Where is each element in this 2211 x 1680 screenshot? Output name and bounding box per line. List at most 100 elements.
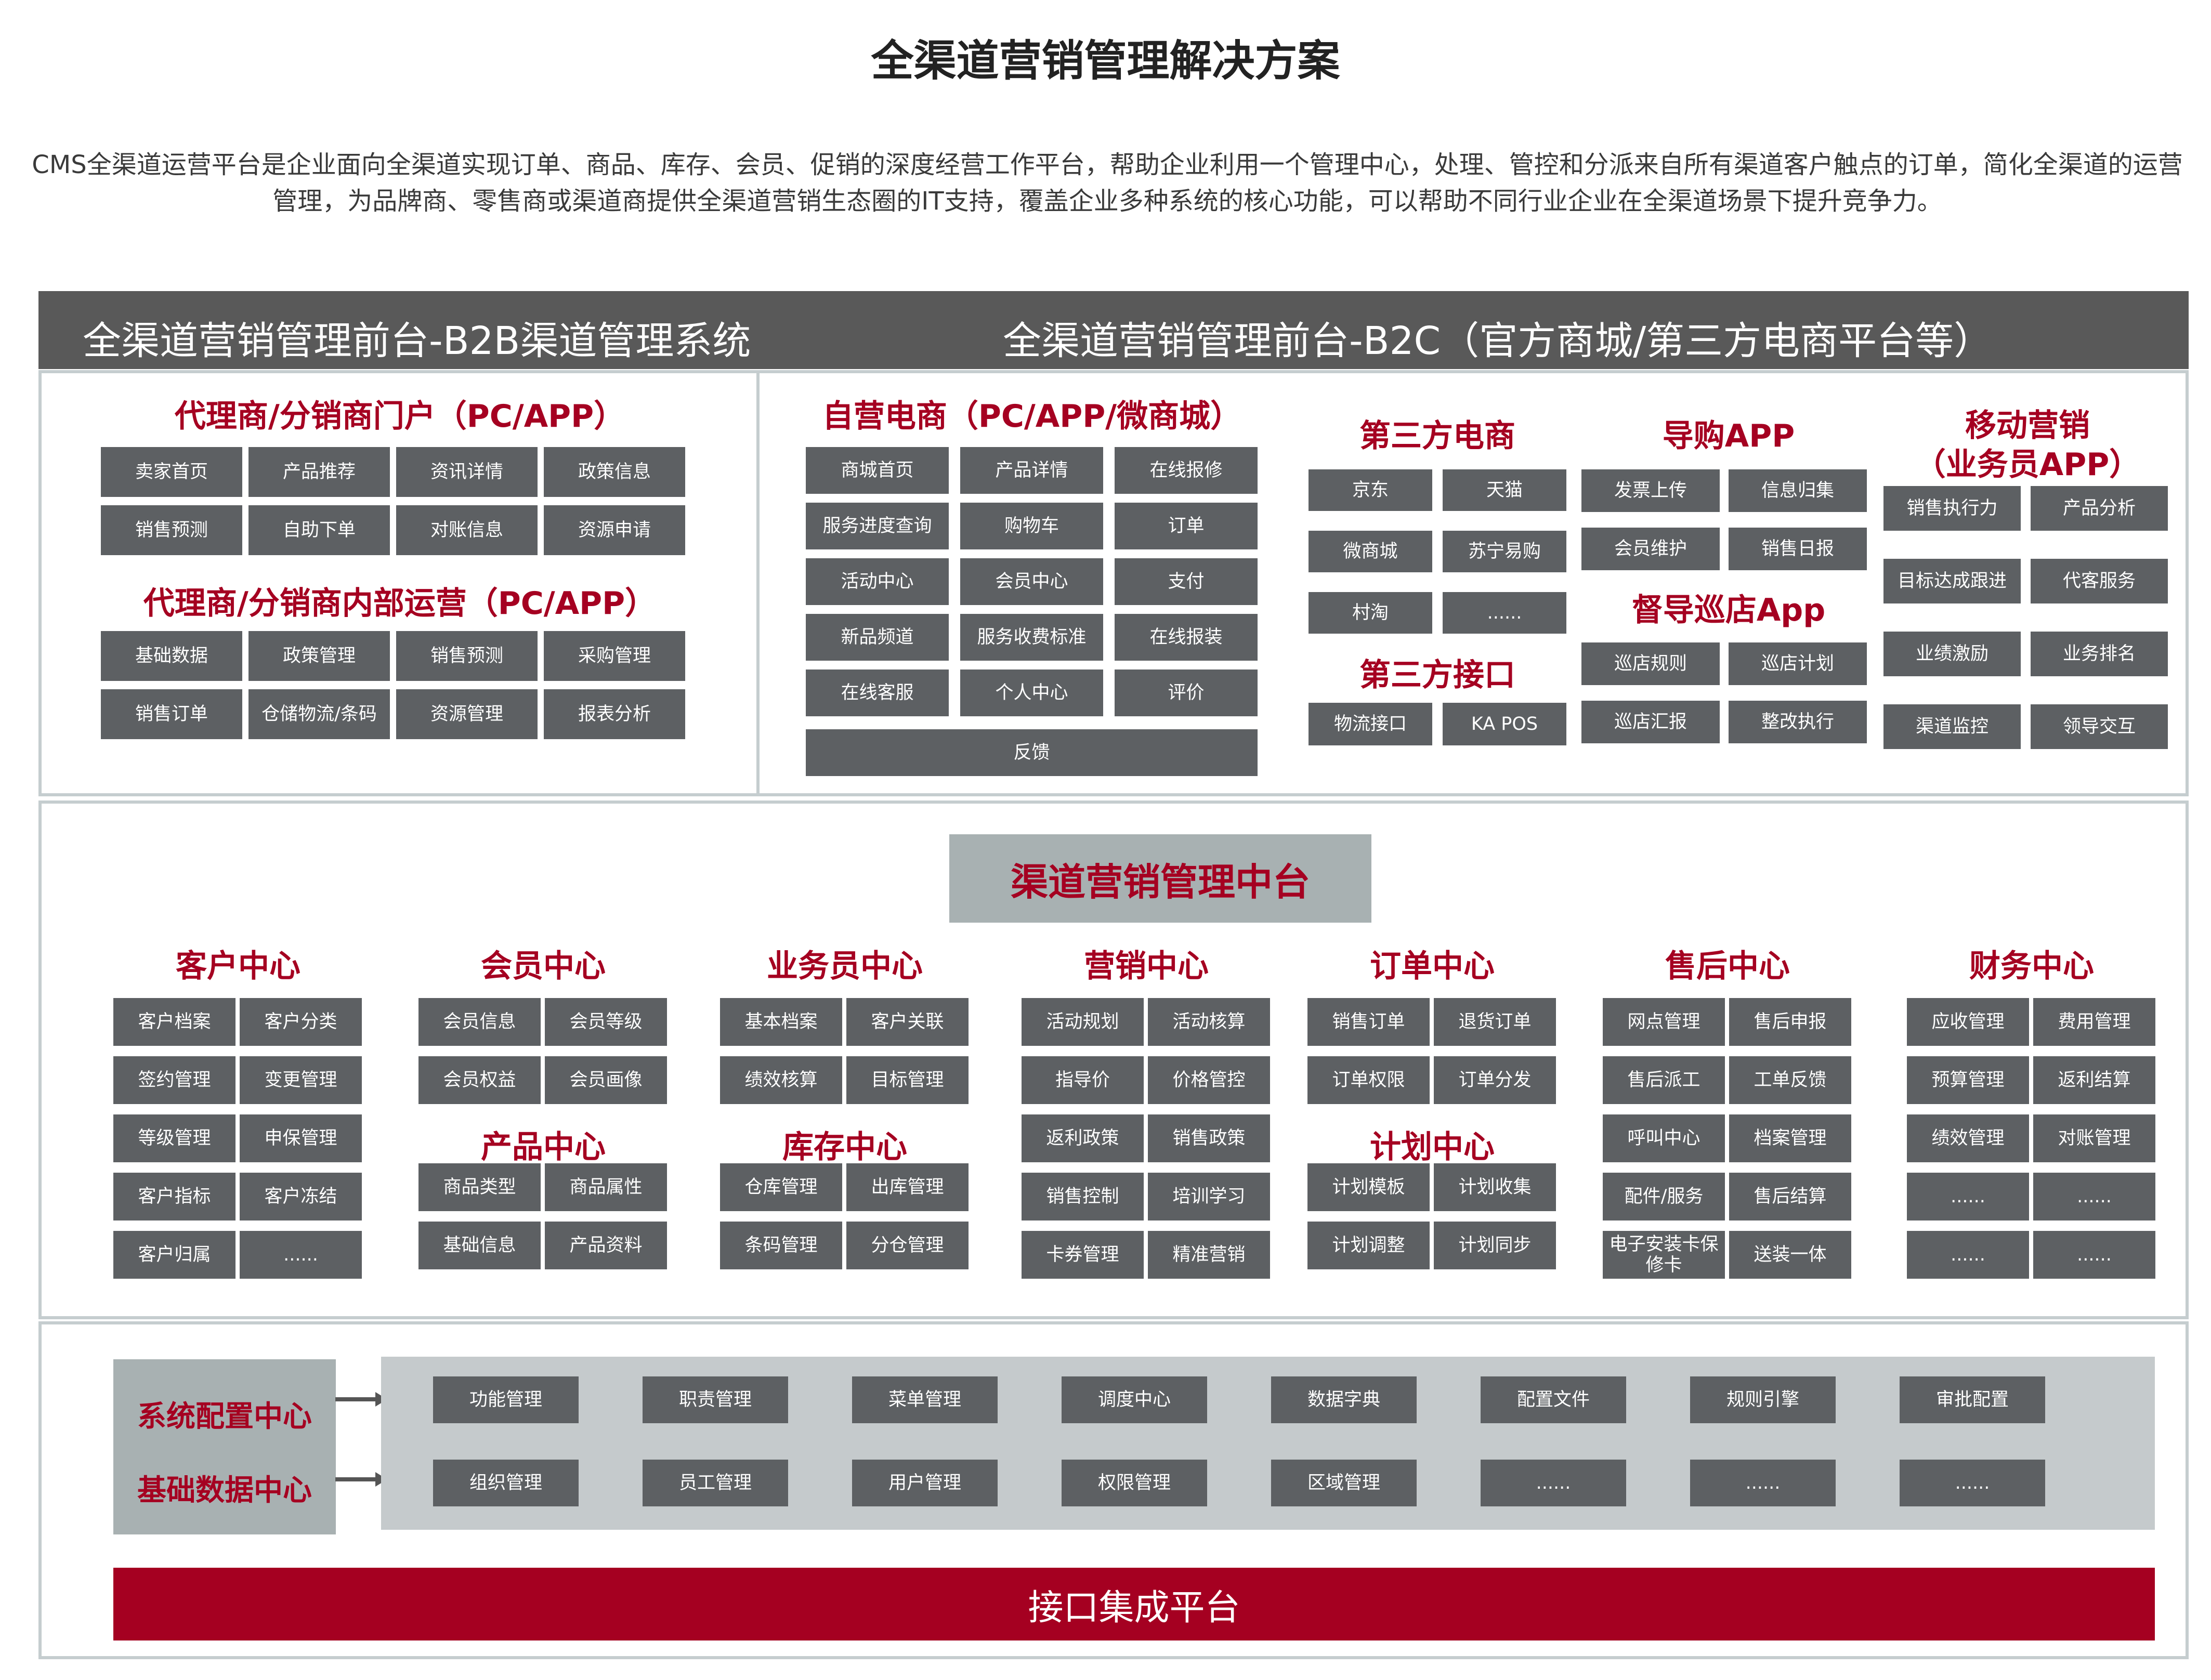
center-module-box: 送装一体 [1729,1231,1851,1279]
center-module-box: 返利政策 [1022,1114,1144,1162]
module-box: 微商城 [1309,531,1432,572]
module-box: 订单 [1115,503,1258,549]
b2b-front-title: 全渠道营销管理前台-B2B渠道管理系统 [83,319,751,363]
module-box: 产品分析 [2031,486,2168,531]
center-module-box: 商品类型 [418,1163,541,1211]
center-title: 产品中心 [481,1129,606,1165]
module-box: 在线客服 [806,670,949,716]
module-box: 活动中心 [806,558,949,605]
center-module-box: 计划收集 [1434,1163,1556,1211]
center-module-box: 等级管理 [113,1114,236,1162]
center-module-box: 会员信息 [418,998,541,1046]
center-title: 业务员中心 [767,948,923,985]
module-box: 资源申请 [544,505,685,555]
center-module-box: 订单分发 [1434,1056,1556,1104]
center-module-box: 培训学习 [1148,1173,1270,1220]
module-box: 天猫 [1443,469,1566,511]
module-box: 整改执行 [1729,701,1867,743]
center-module-box: 对账管理 [2033,1114,2155,1162]
center-module-box: 客户关联 [846,998,969,1046]
third-party-title: 第三方电商 [1359,418,1515,454]
module-box: 物流接口 [1309,703,1432,745]
center-module-box: 变更管理 [240,1056,362,1104]
mobile-title-line2: （业务员APP） [1914,447,2141,483]
b2b-internal-title: 代理商/分销商内部运营（PC/APP） [143,585,657,622]
module-box: 信息归集 [1729,469,1867,512]
b2b-portal-title: 代理商/分销商门户（PC/APP） [174,398,625,435]
center-module-box: 指导价 [1022,1056,1144,1104]
center-module-box: 活动核算 [1148,998,1270,1046]
module-box: 巡店规则 [1581,642,1720,685]
module-box: 渠道监控 [1883,704,2021,749]
integration-bar: 接口集成平台 [113,1568,2155,1640]
backend-module-box: ...... [1900,1460,2045,1506]
center-module-box: 基本档案 [720,998,842,1046]
module-box: 政策管理 [248,631,390,681]
module-box: 巡店汇报 [1581,701,1720,743]
module-box: 产品推荐 [248,447,390,497]
module-box: 业绩激励 [1883,632,2021,676]
backend-module-box: 区域管理 [1271,1460,1417,1506]
center-module-box: 签约管理 [113,1056,236,1104]
center-module-box: 应收管理 [1907,998,2029,1046]
module-box: 代客服务 [2031,559,2168,603]
backend-module-box: ...... [1481,1460,1626,1506]
module-box: 支付 [1115,558,1258,605]
center-module-box: 基础信息 [418,1222,541,1269]
center-module-box: 计划模板 [1307,1163,1430,1211]
front-header-bar: 全渠道营销管理前台-B2B渠道管理系统 全渠道营销管理前台-B2C（官方商城/第… [38,291,2189,369]
module-box: 资源管理 [396,689,538,739]
backend-module-box: 规则引擎 [1690,1376,1836,1423]
module-box: 服务进度查询 [806,503,949,549]
center-module-box: 销售政策 [1148,1114,1270,1162]
module-box: 商城首页 [806,447,949,494]
center-module-box: 售后派工 [1603,1056,1725,1104]
module-box: 采购管理 [544,631,685,681]
center-title: 订单中心 [1370,948,1495,985]
module-box: ...... [1443,592,1566,634]
module-box: 销售执行力 [1883,486,2021,531]
module-box: 销售订单 [101,689,242,739]
center-module-box: ...... [2033,1173,2155,1220]
center-module-box: 订单权限 [1307,1056,1430,1104]
center-module-box: 绩效管理 [1907,1114,2029,1162]
module-box: 个人中心 [960,670,1103,716]
center-module-box: 呼叫中心 [1603,1114,1725,1162]
middle-title: 渠道营销管理中台 [949,834,1371,923]
center-module-box: 退货订单 [1434,998,1556,1046]
module-box: 在线报装 [1115,614,1258,661]
page-title: 全渠道营销管理解决方案 [871,36,1340,86]
arrow-right-icon [335,1392,387,1407]
center-module-box: 仓库管理 [720,1163,842,1211]
module-box: 发票上传 [1581,469,1720,512]
center-title: 库存中心 [782,1129,907,1165]
module-box: 自助下单 [248,505,390,555]
arrow-right-icon [335,1472,387,1487]
center-module-box: 销售控制 [1022,1173,1144,1220]
center-module-box: 预算管理 [1907,1056,2029,1104]
center-module-box: 档案管理 [1729,1114,1851,1162]
backend-module-box: 数据字典 [1271,1376,1417,1423]
center-module-box: 售后申报 [1729,998,1851,1046]
center-title: 计划中心 [1370,1129,1495,1165]
center-module-box: 出库管理 [846,1163,969,1211]
center-module-box: 目标管理 [846,1056,969,1104]
backend-module-box: 审批配置 [1900,1376,2045,1423]
center-module-box: ...... [240,1231,362,1279]
center-module-box: 客户冻结 [240,1173,362,1220]
module-box: 产品详情 [960,447,1103,494]
center-module-box: 客户分类 [240,998,362,1046]
center-module-box: 产品资料 [545,1222,667,1269]
center-module-box: 费用管理 [2033,998,2155,1046]
module-box: 在线报修 [1115,447,1258,494]
center-module-box: 配件/服务 [1603,1173,1725,1220]
center-title: 客户中心 [176,948,300,985]
ecommerce-title: 自营电商（PC/APP/微商城） [822,398,1242,435]
system-center-box [113,1359,336,1534]
module-box: 销售预测 [396,631,538,681]
backend-module-box: 配置文件 [1481,1376,1626,1423]
center-module-box: 计划同步 [1434,1222,1556,1269]
module-box: 评价 [1115,670,1258,716]
center-module-box: 活动规划 [1022,998,1144,1046]
center-module-box: 分仓管理 [846,1222,969,1269]
